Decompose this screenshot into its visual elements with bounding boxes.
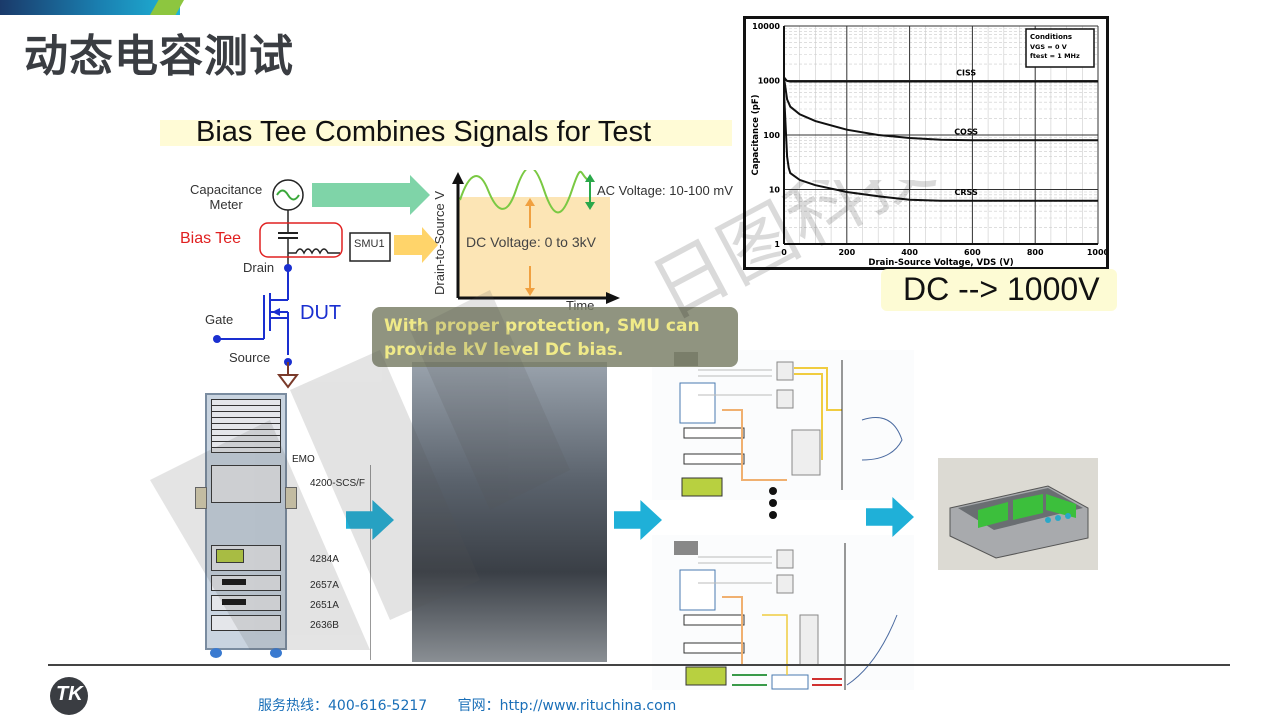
legend-title: Conditions [1030, 33, 1072, 41]
gate-label: Gate [205, 312, 234, 327]
flow-arrow-3 [866, 497, 914, 537]
capacitance-meter-label: Capacitance Meter [190, 182, 263, 212]
rack-divider-line [370, 465, 371, 660]
rack-label-4200: 4200-SCS/F [310, 478, 366, 489]
ac-voltage-label: AC Voltage: 10-100 mV [597, 183, 733, 198]
dc-callout: DC --> 1000V [881, 269, 1117, 311]
ellipsis-dot [769, 499, 777, 507]
series-label-crss: CRSS [955, 188, 978, 197]
y-tick-label: 10 [769, 186, 781, 195]
x-axis-label: Drain-Source Voltage, VDS (V) [868, 258, 1013, 267]
x-tick-label: 200 [838, 248, 855, 257]
footer-hotline: 服务热线：400-616-5217 [258, 698, 428, 714]
rack-label-emo: EMO [292, 454, 315, 465]
header-gradient-bar [0, 0, 180, 15]
ac-arrow [312, 175, 430, 215]
instrument-rack [195, 393, 297, 658]
dc-voltage-label: DC Voltage: 0 to 3kV [466, 234, 596, 250]
bias-tee-circuit-diagram [213, 175, 438, 389]
footer-divider [48, 664, 1230, 666]
rack-label-2636b: 2636B [310, 620, 339, 631]
capacitance-chart: 1 10 100 1000 10000 0 200 400 600 800 1000Drain-So… [743, 16, 1110, 270]
series-line-coss [783, 78, 1098, 142]
subtitle-banner: Bias Tee Combines Signals for Test [160, 116, 732, 148]
y-tick-label: 1000 [758, 77, 781, 86]
x-tick-label: 600 [964, 248, 981, 257]
bias-tee-label: Bias Tee [180, 230, 242, 247]
legend-entry: VGS = 0 V [1030, 43, 1067, 51]
rack-4284a [211, 545, 281, 571]
wiring-schematic-bottom [652, 535, 914, 690]
wiring-schematic-top [652, 350, 914, 500]
y-tick-label: 1 [774, 240, 780, 249]
rack-label-4284a: 4284A [310, 554, 339, 565]
footer-website-link[interactable]: 官网：http://www.rituchina.com [457, 698, 677, 714]
header-accent-bar [150, 0, 184, 15]
x-tick-label: 400 [901, 248, 918, 257]
flow-arrow-2 [614, 500, 662, 540]
ellipsis-dot [769, 511, 777, 519]
rack-label-2651a: 2651A [310, 600, 339, 611]
smu-label: SMU1 [354, 238, 385, 250]
rack-4200 [211, 465, 281, 503]
x-tick-label: 1000 [1087, 248, 1106, 257]
subtitle-text: Bias Tee Combines Signals for Test [196, 116, 652, 148]
logo-text: TK [56, 683, 83, 705]
capacitance-chart-svg: 1 10 100 1000 10000 0 200 400 600 800 1000Drain-So… [751, 22, 1110, 268]
source-label: Source [229, 350, 271, 365]
page-title: 动态电容测试 [24, 31, 294, 82]
series-line-ciss [783, 76, 1098, 83]
waveform-diagram [452, 170, 620, 304]
rack-vent [211, 399, 281, 453]
waveform-y-axis-label: Drain-to-Source V [432, 190, 447, 295]
dut-label: DUT [300, 302, 342, 324]
y-tick-label: 10000 [752, 22, 780, 31]
note-line-1: With proper protection, SMU can [384, 316, 700, 336]
dc-callout-text: DC --> 1000V [903, 271, 1100, 307]
rack-photo [412, 362, 607, 662]
company-logo: TK [50, 677, 88, 715]
note-line-2: provide kV level DC bias. [384, 340, 624, 360]
legend-box [1025, 28, 1095, 68]
ac-wave [459, 170, 589, 214]
rack-2657a [211, 575, 281, 591]
ellipsis-dot [769, 487, 777, 495]
footer-contact: 服务热线：400-616-5217 官网：http://www.rituchin… [258, 695, 676, 715]
series-line-crss [783, 92, 1098, 202]
x-tick-label: 0 [781, 248, 787, 257]
dc-arrow [394, 227, 438, 263]
inductor-icon [288, 248, 340, 255]
drain-label: Drain [243, 260, 275, 275]
rack-label-2657a: 2657A [310, 580, 339, 591]
rack-2636b [211, 615, 281, 631]
bias-tee-outline [259, 222, 343, 258]
rack-2651a [211, 595, 281, 611]
smu-box [349, 232, 391, 262]
legend-entry: ftest = 1 MHz [1030, 52, 1080, 60]
y-axis-label: Capacitance (pF) [751, 94, 761, 175]
ground-icon [277, 374, 299, 389]
test-fixture-render [938, 458, 1098, 570]
x-tick-label: 800 [1027, 248, 1044, 257]
y-tick-label: 100 [763, 131, 780, 140]
protection-note: With proper protection, SMU can provide … [372, 307, 738, 367]
series-label-ciss: CISS [956, 68, 976, 77]
series-label-coss: COSS [954, 127, 978, 136]
